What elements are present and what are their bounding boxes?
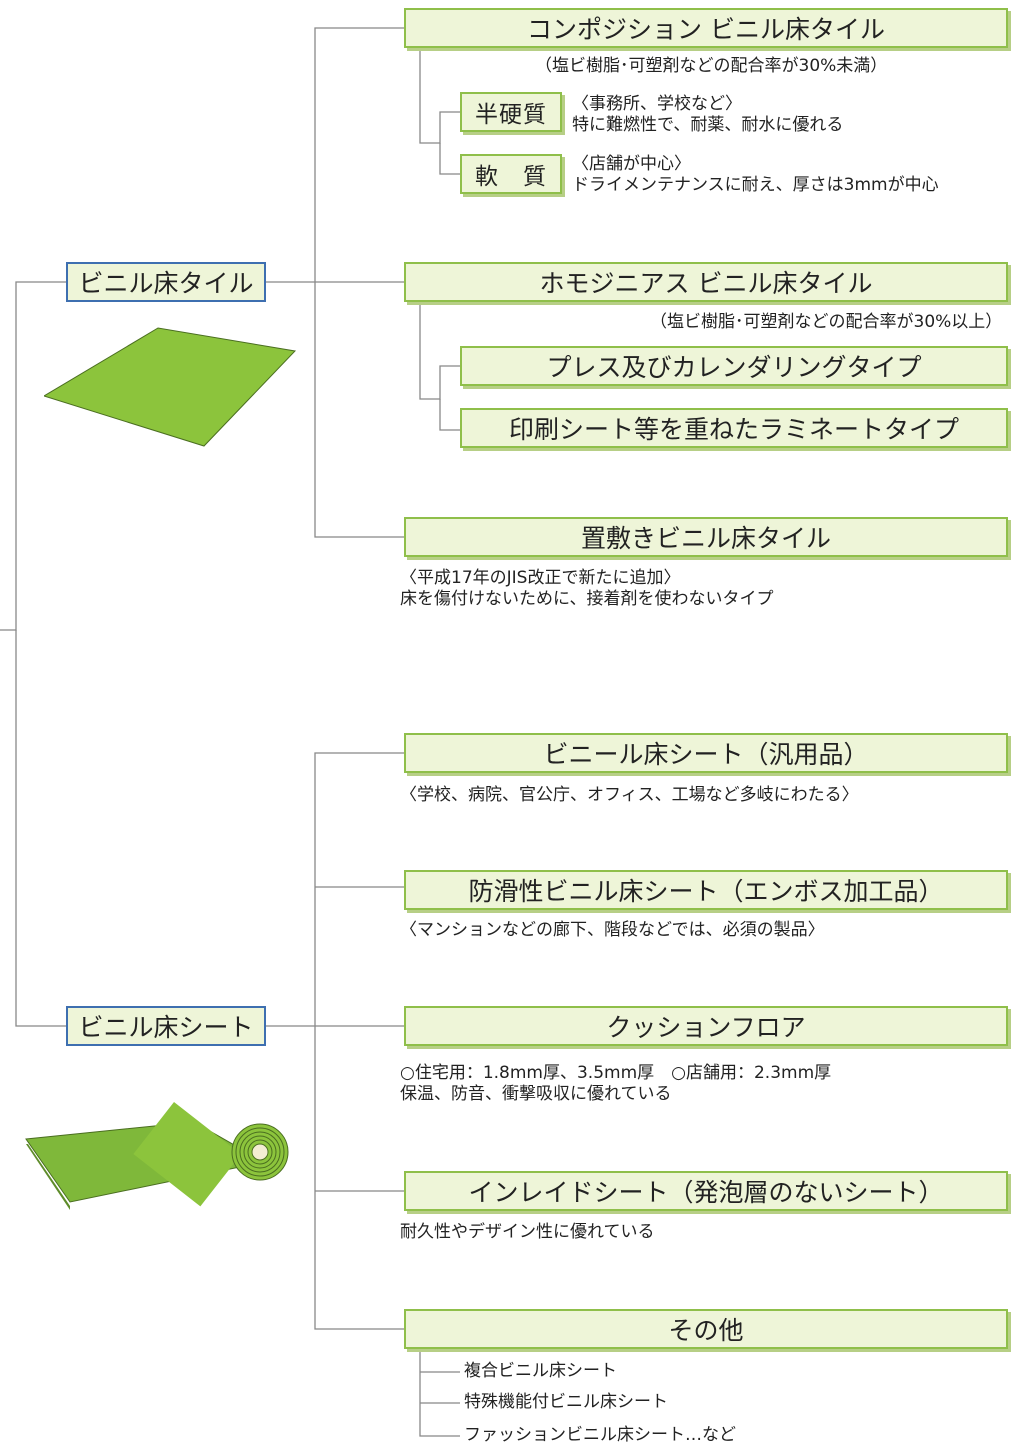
type-composition-tile: コンポジション ビニル床タイル xyxy=(404,8,1008,48)
sub-laminate: 印刷シート等を重ねたラミネートタイプ xyxy=(460,408,1008,448)
type-cushion-floor: クッションフロア xyxy=(404,1006,1008,1046)
general-sheet-desc: 〈学校、病院、官公庁、オフィス、工場など多岐にわたる〉 xyxy=(400,785,859,805)
type-inlaid-sheet: インレイドシート（発泡層のないシート） xyxy=(404,1171,1008,1211)
loose-lay-desc: 〈平成17年のJIS改正で新たに追加〉 床を傷付けないために、接着剤を使わないタ… xyxy=(400,568,774,609)
cushion-floor-desc: ○住宅用：1.8mm厚、3.5mm厚 ○店舗用：2.3mm厚 保温、防音、衝撃吸… xyxy=(400,1063,832,1104)
composition-note: （塩ビ樹脂･可塑剤などの配合率が30%未満） xyxy=(535,56,888,76)
type-homogeneous-tile: ホモジニアス ビニル床タイル xyxy=(404,262,1008,302)
sub-semi-rigid: 半硬質 xyxy=(460,92,562,132)
type-other-sheet: その他 xyxy=(404,1309,1008,1349)
vinyl-tile-illustration xyxy=(44,327,297,447)
inlaid-sheet-desc: 耐久性やデザイン性に優れている xyxy=(400,1222,655,1242)
type-antislip-sheet: 防滑性ビニル床シート（エンボス加工品） xyxy=(404,870,1008,910)
type-general-sheet: ビニール床シート（汎用品） xyxy=(404,733,1008,773)
sub-flexible: 軟 質 xyxy=(460,154,562,194)
antislip-sheet-desc: 〈マンションなどの廊下、階段などでは、必須の製品〉 xyxy=(400,920,825,940)
semi-rigid-desc: 〈事務所、学校など〉 特に難燃性で、耐薬、耐水に優れる xyxy=(572,94,844,135)
category-vinyl-sheet: ビニル床シート xyxy=(66,1006,266,1046)
other-item: 複合ビニル床シート xyxy=(464,1361,617,1381)
other-item: 特殊機能付ビニル床シート xyxy=(464,1392,668,1412)
other-item: ファッションビニル床シート…など xyxy=(464,1425,736,1445)
homogeneous-note: （塩ビ樹脂･可塑剤などの配合率が30%以上） xyxy=(650,312,1003,332)
flexible-desc: 〈店舗が中心〉 ドライメンテナンスに耐え、厚さは3mmが中心 xyxy=(572,154,939,195)
type-loose-lay-tile: 置敷きビニル床タイル xyxy=(404,517,1008,557)
sub-press-calendering: プレス及びカレンダリングタイプ xyxy=(460,346,1008,386)
category-vinyl-tile: ビニル床タイル xyxy=(66,262,266,302)
vinyl-sheet-roll-illustration xyxy=(25,1102,289,1210)
